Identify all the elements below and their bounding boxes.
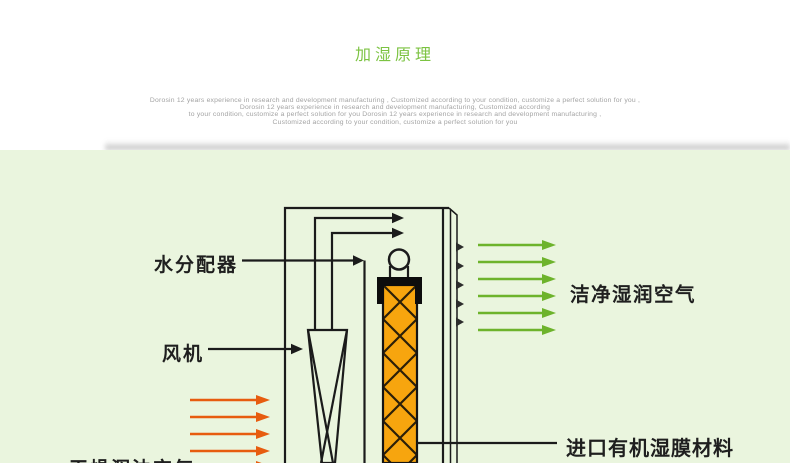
subtitle-line: Dorosin 12 years experience in research … (149, 97, 641, 104)
humidifier-schematic-svg (190, 206, 557, 463)
label-wet-film-material: 进口有机湿膜材料 (566, 438, 734, 460)
dry-air-arrows (190, 395, 270, 463)
label-fan: 风机 (162, 344, 205, 365)
subtitle-line: to your condition, customize a perfect s… (188, 111, 602, 119)
water-distributor-icon (387, 248, 411, 279)
page-title: 加湿原理 (354, 47, 435, 64)
fan-pointer (208, 343, 303, 355)
subtitle-line: Dorosin 12 years experience in research … (239, 104, 551, 112)
column-cap-top (377, 277, 422, 286)
column-cap-right (415, 277, 422, 304)
label-dry-turbid-air: 干燥浑浊空气 (69, 454, 195, 463)
column-cap-left (377, 277, 384, 304)
wet-film-column (377, 277, 422, 463)
top-outlet-arrow-2 (330, 227, 404, 330)
label-water-distributor: 水分配器 (154, 255, 239, 276)
label-clean-moist-air: 洁净湿润空气 (570, 284, 697, 306)
top-outlet-arrow-1 (313, 212, 404, 330)
cabinet-outline (283, 206, 458, 463)
louver-chevrons (456, 242, 464, 327)
humidification-diagram-panel (0, 150, 790, 463)
header-drop-shadow (105, 141, 790, 150)
clean-air-arrows (478, 240, 556, 335)
subtitle-text: Dorosin 12 years experience in research … (0, 97, 790, 126)
subtitle-line: Customized according to your condition, … (272, 118, 518, 126)
fan-icon (306, 328, 349, 463)
water-distributor-pointer (242, 255, 366, 463)
